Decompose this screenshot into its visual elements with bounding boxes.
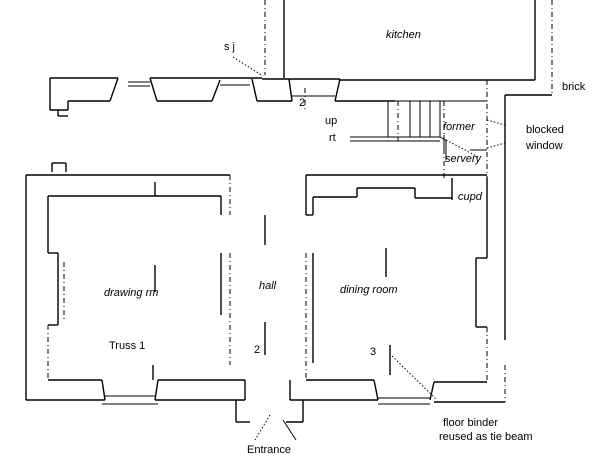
label-truss2-hall: 2 bbox=[254, 344, 260, 356]
label-former: former bbox=[443, 121, 476, 133]
label-truss2-upper: 2 bbox=[299, 97, 305, 109]
label-blocked: blocked bbox=[526, 124, 564, 136]
label-entrance: Entrance bbox=[247, 444, 291, 456]
label-sj: s j bbox=[224, 41, 235, 53]
label-dining-room: dining room bbox=[340, 284, 397, 296]
kitchen-walls bbox=[264, 0, 553, 95]
label-window: window bbox=[525, 140, 563, 152]
label-floor-binder: floor binder bbox=[443, 417, 498, 429]
label-servery: servery bbox=[445, 153, 483, 165]
east-wall bbox=[475, 94, 552, 402]
hall-walls bbox=[254, 215, 297, 441]
drawing-room-walls bbox=[25, 162, 250, 423]
north-wall bbox=[49, 77, 535, 117]
label-cupd: cupd bbox=[458, 191, 483, 203]
label-brick: brick bbox=[562, 81, 586, 93]
label-truss1: Truss 1 bbox=[109, 340, 145, 352]
label-up: up bbox=[325, 115, 337, 127]
stairs bbox=[350, 100, 487, 142]
sj-leader bbox=[232, 56, 264, 77]
label-kitchen: kitchen bbox=[386, 29, 421, 41]
label-reused-as-tie-beam: reused as tie beam bbox=[439, 431, 533, 443]
label-drawing-room: drawing rm bbox=[104, 287, 158, 299]
label-truss3: 3 bbox=[370, 346, 376, 358]
servery-walls bbox=[443, 80, 488, 178]
dining-room-walls bbox=[286, 174, 505, 423]
label-hall: hall bbox=[259, 280, 277, 292]
label-rt: rt bbox=[329, 132, 336, 144]
